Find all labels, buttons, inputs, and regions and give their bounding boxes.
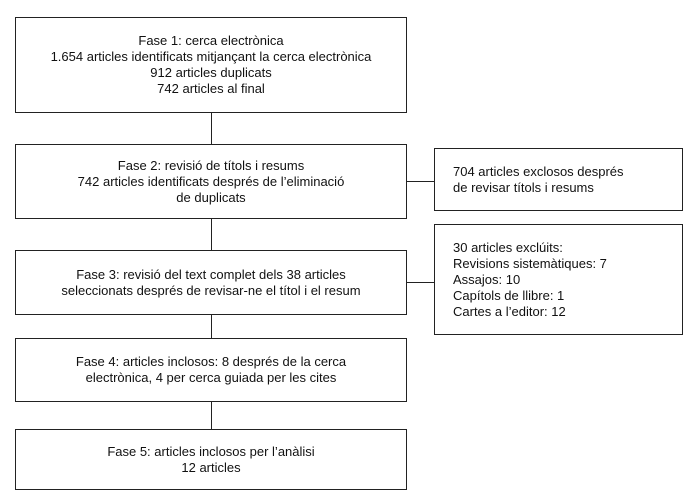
phase-4-detail: electrònica, 4 per cerca guiada per les … — [85, 370, 337, 385]
excluded-book-chapters: Capítols de llibre: 1 — [453, 287, 565, 303]
phase-5-count: 12 articles — [181, 459, 241, 475]
connector-4-5 — [211, 402, 212, 429]
excluded-systematic-reviews: Revisions sistemàtiques: 7 — [453, 255, 607, 271]
phase-3-box: Fase 3: revisió del text complet dels 38… — [15, 250, 407, 315]
excluded-trials: Assajos: 10 — [453, 271, 521, 287]
excluded-titles-line-1: 704 articles exclosos després — [453, 163, 624, 179]
phase-1-duplicates: 912 articles duplicats — [150, 65, 272, 80]
phase-3-detail: seleccionats després de revisar-ne el tí… — [61, 282, 361, 298]
excluded-fulltext-box: 30 articles exclúits: Revisions sistemàt… — [434, 224, 683, 335]
phase-1-identified: 1.654 articles identificats mitjançant l… — [50, 49, 372, 64]
phase-2-identified-cont: de duplicats — [176, 189, 246, 205]
excluded-titles-line-2: de revisar títols i resums — [453, 179, 594, 195]
phase-5-title: Fase 5: articles inclosos per l’anàlisi — [107, 443, 315, 459]
connector-phase-3-excluded — [407, 282, 434, 283]
phase-1-box: Fase 1: cerca electrònica 1.654 articles… — [15, 17, 407, 113]
phase-2-title: Fase 2: revisió de títols i resums — [117, 157, 305, 173]
phase-3-title: Fase 3: revisió del text complet dels 38… — [76, 266, 346, 282]
connector-1-2 — [211, 113, 212, 144]
phase-5-box: Fase 5: articles inclosos per l’anàlisi … — [15, 429, 407, 490]
phase-1-final: 742 articles al final — [157, 81, 265, 96]
phase-4-box: Fase 4: articles inclosos: 8 després de … — [15, 338, 407, 402]
phase-2-identified: 742 articles identificats després de l’e… — [77, 173, 345, 189]
excluded-titles-box: 704 articles exclosos després de revisar… — [434, 148, 683, 211]
phase-2-box: Fase 2: revisió de títols i resums 742 a… — [15, 144, 407, 219]
connector-phase-2-excluded — [407, 181, 434, 182]
excluded-letters: Cartes a l’editor: 12 — [453, 303, 566, 319]
connector-3-4 — [211, 315, 212, 338]
phase-1-title: Fase 1: cerca electrònica — [138, 33, 284, 48]
phase-4-title: Fase 4: articles inclosos: 8 després de … — [75, 354, 347, 369]
connector-2-3 — [211, 219, 212, 250]
excluded-fulltext-total: 30 articles exclúits: — [453, 239, 563, 255]
